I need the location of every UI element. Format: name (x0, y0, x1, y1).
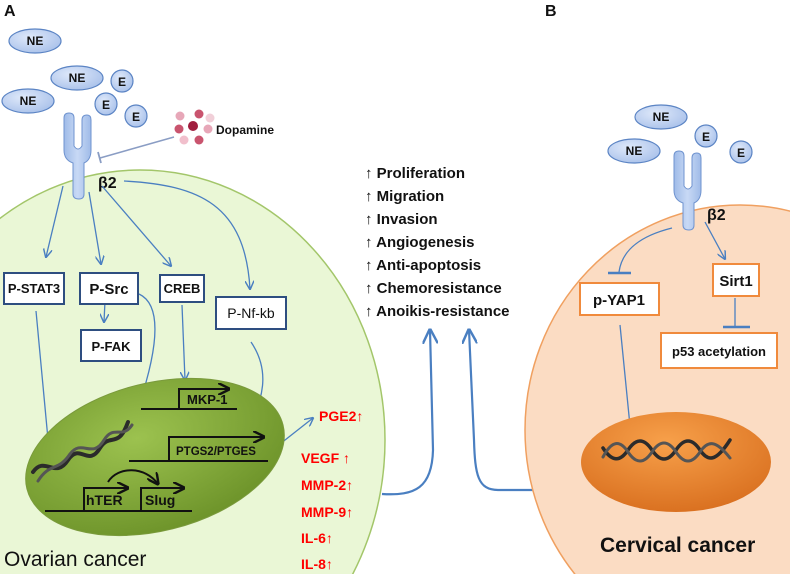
cervical-cell (524, 204, 790, 574)
gene-label-hter: hTER (86, 492, 123, 508)
outcome-item: ↑ Chemoresistance (365, 280, 502, 297)
product-il-8: IL-8↑ (301, 556, 333, 572)
ligand-e: E (694, 124, 718, 148)
outcome-item: ↑ Proliferation (365, 165, 465, 182)
box-creb: CREB (159, 274, 205, 303)
ligand-group-a: NE NE NE E E E (1, 28, 148, 128)
svg-text:p53 acetylation: p53 acetylation (672, 344, 766, 359)
ligand-ne: NE (50, 65, 104, 91)
cervical-nucleus (581, 412, 771, 512)
svg-text:NE: NE (626, 144, 643, 158)
svg-text:P-FAK: P-FAK (92, 339, 132, 354)
product-il-6: IL-6↑ (301, 530, 333, 546)
gene-label-ptgs2-ptges: PTGS2/PTGES (176, 446, 256, 458)
beta2-label-a: β2 (98, 175, 117, 192)
box-p-stat3: P-STAT3 (3, 272, 65, 305)
ligand-e: E (729, 140, 753, 164)
svg-text:CREB: CREB (164, 281, 201, 296)
dopamine-label: Dopamine (216, 123, 274, 137)
gene-ptgs2-ptges (129, 437, 268, 462)
product-mmp-9: MMP-9↑ (301, 504, 353, 520)
product-vegf: VEGF ↑ (301, 450, 350, 466)
ligand-ne: NE (607, 138, 661, 164)
dopamine-inhibition-line (99, 136, 175, 159)
ligand-e: E (94, 92, 118, 116)
beta2-receptor-a (63, 112, 92, 200)
dna-helix-icon-a (31, 420, 134, 483)
gene-hter-slug (45, 469, 192, 512)
ligand-ne: NE (8, 28, 62, 54)
outcome-arrows (381, 330, 548, 496)
cell-title-ovarian: Ovarian cancer (4, 548, 146, 571)
svg-text:E: E (132, 110, 140, 124)
svg-text:NE: NE (69, 71, 86, 85)
gene-label-slug: Slug (145, 492, 175, 508)
svg-text:Sirt1: Sirt1 (719, 273, 752, 290)
ligand-e: E (124, 104, 148, 128)
outcome-item: ↑ Anti-apoptosis (365, 257, 481, 274)
outcome-list: ↑ Proliferation ↑ Migration ↑ Invasion ↑… (365, 165, 510, 320)
box-sirt1: Sirt1 (712, 263, 760, 297)
svg-text:E: E (702, 130, 710, 144)
ligand-e: E (110, 69, 134, 93)
ligand-ne: NE (634, 104, 688, 130)
svg-text:E: E (102, 98, 110, 112)
svg-text:NE: NE (653, 110, 670, 124)
svg-text:E: E (118, 75, 126, 89)
dopamine-inhibition-bar (97, 151, 102, 164)
box-p53-acetylation: p53 acetylation (660, 332, 778, 369)
product-mmp-2: MMP-2↑ (301, 477, 353, 493)
ovarian-nucleus (25, 377, 285, 537)
dna-helix-icon-b (601, 438, 732, 463)
svg-text:P-STAT3: P-STAT3 (8, 281, 60, 296)
svg-text:P-Src: P-Src (89, 281, 128, 298)
cell-title-cervical: Cervical cancer (600, 534, 755, 557)
gene-label-mkp-1: MKP-1 (187, 392, 227, 407)
outcome-item: ↑ Invasion (365, 211, 438, 228)
svg-text:NE: NE (27, 34, 44, 48)
box-p-nf-kb: P-Nf-kb (215, 296, 287, 330)
gene-mkp-1 (141, 389, 237, 410)
box-p-fak: P-FAK (80, 329, 142, 362)
box-p-src: P-Src (79, 272, 139, 305)
panel-label-b: B (545, 3, 557, 20)
ligand-group-b: NE NE E E (607, 104, 753, 164)
svg-text:P-Nf-kb: P-Nf-kb (227, 305, 275, 321)
dopamine-icon (174, 109, 215, 145)
beta2-receptor-b (673, 150, 702, 231)
svg-text:E: E (737, 146, 745, 160)
beta2-label-b: β2 (707, 207, 726, 224)
outcome-item: ↑ Migration (365, 188, 444, 205)
ligand-ne: NE (1, 88, 55, 114)
svg-text:NE: NE (20, 94, 37, 108)
box-p-yap1: p-YAP1 (579, 282, 660, 316)
outcome-item: ↑ Anoikis-resistance (365, 303, 510, 320)
panel-label-a: A (4, 3, 16, 20)
product-pge2: PGE2↑ (319, 408, 363, 424)
outcome-item: ↑ Angiogenesis (365, 234, 474, 251)
svg-text:p-YAP1: p-YAP1 (593, 292, 645, 309)
